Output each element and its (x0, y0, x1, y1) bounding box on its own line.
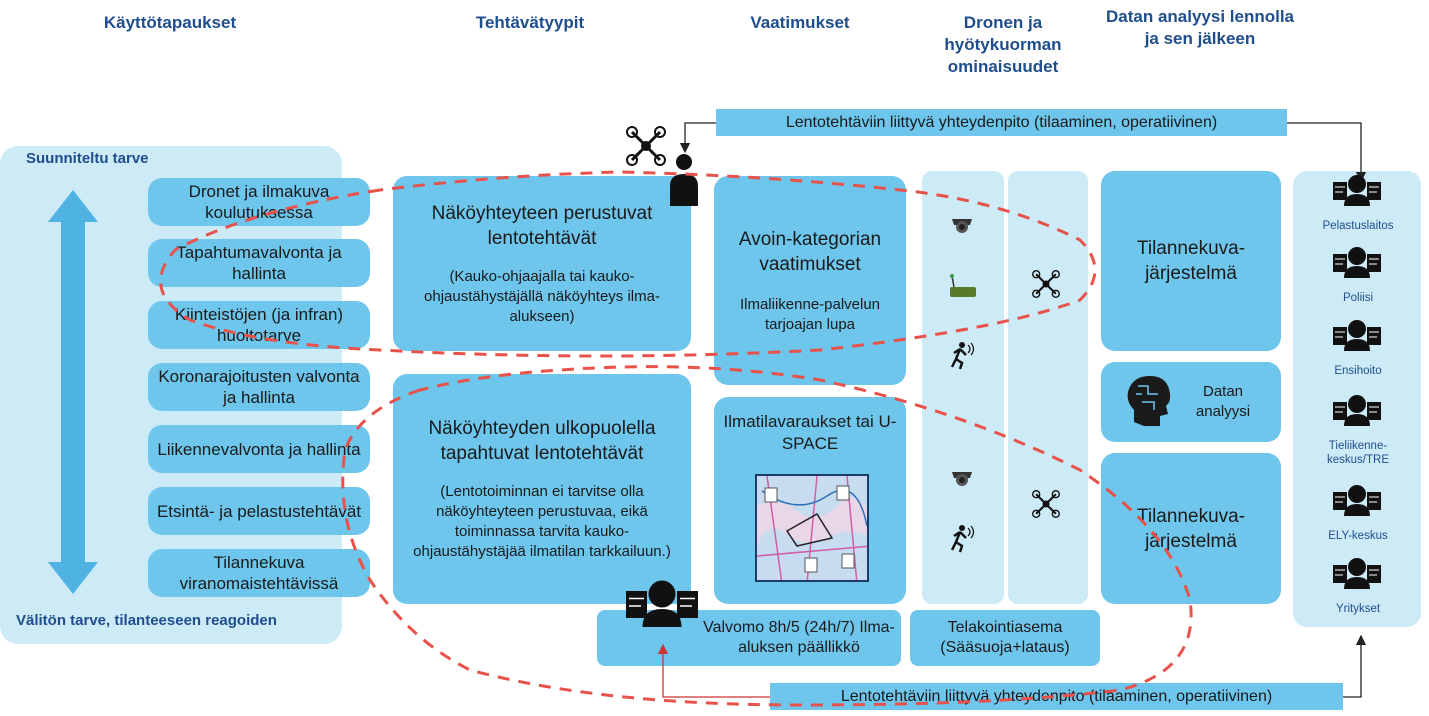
drone-icon (1031, 489, 1061, 519)
workstation-person-icon (625, 579, 699, 628)
header-requirements: Vaatimukset (750, 13, 850, 32)
payload-column (922, 171, 1004, 604)
situation-system-2[interactable]: Tilannekuva-järjestelmä (1101, 453, 1281, 604)
workstation-person-icon (1332, 246, 1382, 279)
open-category-title: Avoin-kategorian vaatimukset (738, 228, 882, 275)
receiver-label: Yritykset (1335, 603, 1381, 615)
use-case-item[interactable]: Koronarajoitusten valvonta ja hallinta (148, 363, 370, 411)
workstation-person-icon (1332, 394, 1382, 427)
bvlos-mission-box[interactable]: Näköyhteyden ulkopuolella tapahtuvat len… (393, 374, 691, 604)
running-person-icon (950, 523, 975, 554)
situation-system-1[interactable]: Tilannekuva-järjestelmä (1101, 171, 1281, 351)
receiver-label-text: Tieliikenne-keskus/TRE (1327, 440, 1389, 466)
map-image (755, 474, 869, 582)
header-mission-types: Tehtävätyypit (475, 13, 585, 32)
data-analysis-box[interactable]: Datan analyysi (1101, 362, 1281, 442)
planned-need-label: Suunniteltu tarve (26, 150, 149, 167)
camera-icon (952, 472, 972, 486)
receiver-label: Poliisi (1342, 292, 1374, 304)
docking-station-box[interactable]: Telakointiasema (Sääsuoja+lataus) (910, 610, 1100, 666)
vlos-mission-box[interactable]: Näköyhteyteen perustuvat lentotehtävät (… (393, 176, 691, 351)
drone-icon (625, 125, 667, 167)
use-case-item[interactable]: Etsintä- ja pelastustehtävät (148, 487, 370, 535)
docking-station-label: Telakointiasema (Sääsuoja+lataus) (940, 619, 1070, 656)
comm-bottom-arrows (657, 634, 1367, 698)
receiver-label: ELY-keskus (1328, 530, 1388, 542)
immediate-need-label: Välitön tarve, tilanteeseen reagoiden (16, 612, 277, 629)
header-use-cases: Käyttötapaukset (103, 13, 237, 32)
use-case-item[interactable]: Kiinteistöjen (ja infran) huoltotarve (148, 301, 370, 349)
open-category-description: Ilmaliikenne-palvelun tarjoajan lupa (739, 295, 881, 333)
header-data-analysis: Datan analyysi lennolla ja sen jälkeen (1105, 7, 1294, 48)
data-analysis-label: Datan analyysi (1195, 383, 1251, 420)
use-case-item[interactable]: Liikennevalvonta ja hallinta (148, 425, 370, 473)
comm-top-arrows (679, 122, 1367, 183)
workstation-person-icon (1332, 319, 1382, 352)
head-analysis-icon (1124, 372, 1174, 432)
use-case-item[interactable]: Tapahtumavalvonta ja hallinta (148, 239, 370, 287)
vlos-description: (Kauko-ohjaajalla tai kauko-ohjaustähyst… (424, 267, 660, 325)
use-case-item[interactable]: Dronet ja ilmakuva koulutuksessa (148, 178, 370, 226)
camera-icon (952, 219, 972, 233)
comm-bar-top-label: Lentotehtäviin liittyvä yhteydenpito (ti… (785, 113, 1218, 131)
need-axis-arrow (48, 190, 98, 594)
operator-icon (670, 154, 698, 206)
comm-bar-bottom-label: Lentotehtäviin liittyvä yhteydenpito (ti… (840, 687, 1273, 705)
situation-system-2-label: Tilannekuva-järjestelmä (1136, 505, 1246, 552)
situation-system-1-label: Tilannekuva-järjestelmä (1136, 238, 1246, 284)
running-person-icon (950, 340, 975, 371)
drone-column (1008, 171, 1088, 604)
vlos-title: Näköyhteyteen perustuvat lentotehtävät (431, 202, 653, 249)
control-room-label: Valvomo 8h/5 (24h/7) Ilma-aluksen päälli… (703, 619, 895, 656)
use-case-item[interactable]: Tilannekuva viranomaistehtävissä (148, 549, 370, 597)
workstation-person-icon (1332, 174, 1382, 207)
workstation-person-icon (1332, 557, 1382, 590)
receiver-label: Pelastuslaitos (1322, 220, 1394, 232)
workstation-person-icon (1332, 484, 1382, 517)
receiver-label: Ensihoito (1334, 365, 1382, 377)
drone-icon (1031, 269, 1061, 299)
open-category-box[interactable]: Avoin-kategorian vaatimukset Ilmaliikenn… (714, 176, 906, 385)
bvlos-description: (Lentotoiminnan ei tarvitse olla näköyht… (413, 483, 671, 560)
uspace-title: Ilmatilavaraukset tai U-SPACE (723, 412, 897, 453)
bvlos-dashed-loop (341, 365, 1193, 707)
comm-bar-bottom[interactable]: Lentotehtäviin liittyvä yhteydenpito (ti… (770, 683, 1343, 710)
bvlos-title: Näköyhteyden ulkopuolella tapahtuvat len… (428, 418, 656, 464)
header-drone-payload: Dronen ja hyötykuorman ominaisuudet (944, 13, 1062, 76)
sensor-icon (950, 274, 976, 297)
receiver-label: Tieliikenne-keskus/TRE (1303, 439, 1413, 467)
comm-bar-top[interactable]: Lentotehtäviin liittyvä yhteydenpito (ti… (716, 109, 1287, 136)
vlos-dashed-loop (159, 170, 1097, 358)
